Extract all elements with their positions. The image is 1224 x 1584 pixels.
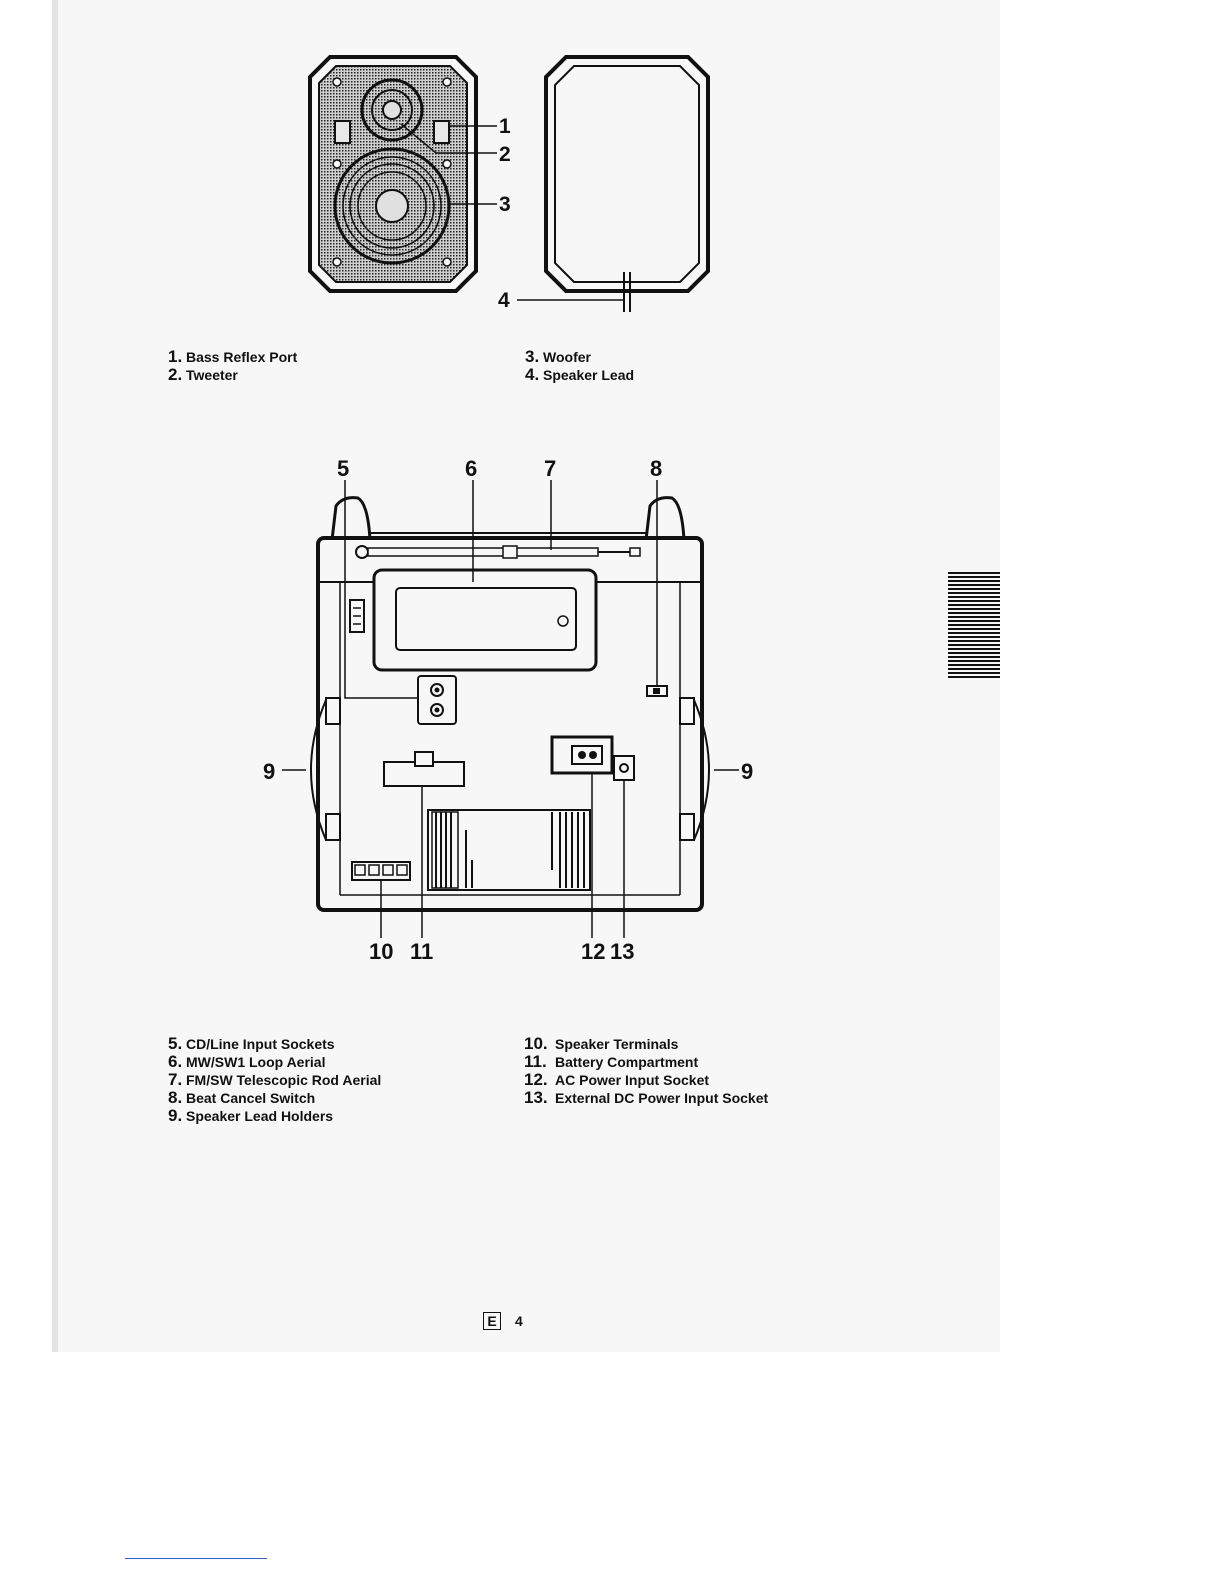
legend-item: 13.External DC Power Input Socket [524, 1088, 769, 1107]
loop-aerial-panel [349, 568, 598, 672]
legend-item: 12.AC Power Input Socket [524, 1070, 710, 1089]
speaker-lead-holder-right [679, 697, 710, 841]
dc-power-input-socket [613, 755, 635, 781]
speaker-lead-holder-left [310, 697, 341, 841]
callout-12: 12 [581, 939, 605, 964]
handle-post-left [330, 496, 372, 541]
speaker-diagram: 1 2 3 4 [308, 55, 710, 312]
legend-item: 3.Woofer [525, 347, 591, 366]
legend-item: 1.Bass Reflex Port [168, 347, 298, 366]
callout-7: 7 [544, 456, 556, 481]
callout-8: 8 [650, 456, 662, 481]
tweeter [360, 78, 424, 142]
figure2-legend-left: 5.CD/Line Input Sockets 6.MW/SW1 Loop Ae… [168, 1035, 381, 1125]
callout-6: 6 [465, 456, 477, 481]
handle-post-right [644, 496, 686, 541]
legend-item: 6.MW/SW1 Loop Aerial [168, 1052, 326, 1071]
legend-item: 5.CD/Line Input Sockets [168, 1034, 335, 1053]
speaker-rear [517, 55, 710, 312]
legend-item: 7.FM/SW Telescopic Rod Aerial [168, 1070, 382, 1089]
callout-4: 4 [498, 289, 510, 312]
scan-edge [52, 0, 58, 1352]
telescopic-rod-aerial [355, 545, 641, 559]
speaker-terminals [351, 861, 411, 881]
callout-13: 13 [610, 939, 634, 964]
legend-item: 11.Battery Compartment [524, 1052, 699, 1071]
legend-item: 2.Tweeter [168, 365, 238, 384]
bottom-rule [125, 1558, 267, 1559]
language-box: E [483, 1312, 501, 1330]
unit-rear-diagram: 5 6 7 8 9 9 10 11 12 13 [263, 456, 753, 964]
callout-3: 3 [499, 193, 511, 216]
bass-reflex-port-right [433, 120, 450, 144]
legend-item: 10.Speaker Terminals [524, 1034, 679, 1053]
figure1-legend-right: 3.Woofer 4.Speaker Lead [525, 348, 634, 384]
woofer [333, 147, 451, 265]
callout-5: 5 [337, 456, 349, 481]
callout-10: 10 [369, 939, 393, 964]
legend-item: 4.Speaker Lead [525, 365, 635, 384]
callout-11: 11 [410, 939, 433, 964]
section-tab [948, 572, 1000, 678]
page-footer: E 4 [483, 1311, 523, 1331]
speaker-lead-cable [623, 272, 631, 312]
callout-9-right: 9 [741, 759, 753, 784]
ac-power-input-socket [550, 735, 614, 775]
callout-9-left: 9 [263, 759, 275, 784]
callout-2: 2 [499, 143, 511, 166]
legend-item: 8.Beat Cancel Switch [168, 1088, 316, 1107]
figure1-legend-left: 1.Bass Reflex Port 2.Tweeter [168, 348, 297, 384]
legend-item: 9.Speaker Lead Holders [168, 1106, 334, 1125]
page-number: 4 [515, 1313, 523, 1329]
bass-reflex-port-left [334, 120, 351, 144]
callout-1: 1 [499, 115, 511, 138]
battery-compartment [383, 751, 465, 787]
cd-line-input-sockets [417, 675, 457, 725]
vent-grille [427, 809, 591, 891]
figure2-legend-right: 10.Speaker Terminals 11.Battery Compartm… [524, 1035, 768, 1107]
speaker-front [308, 55, 497, 293]
